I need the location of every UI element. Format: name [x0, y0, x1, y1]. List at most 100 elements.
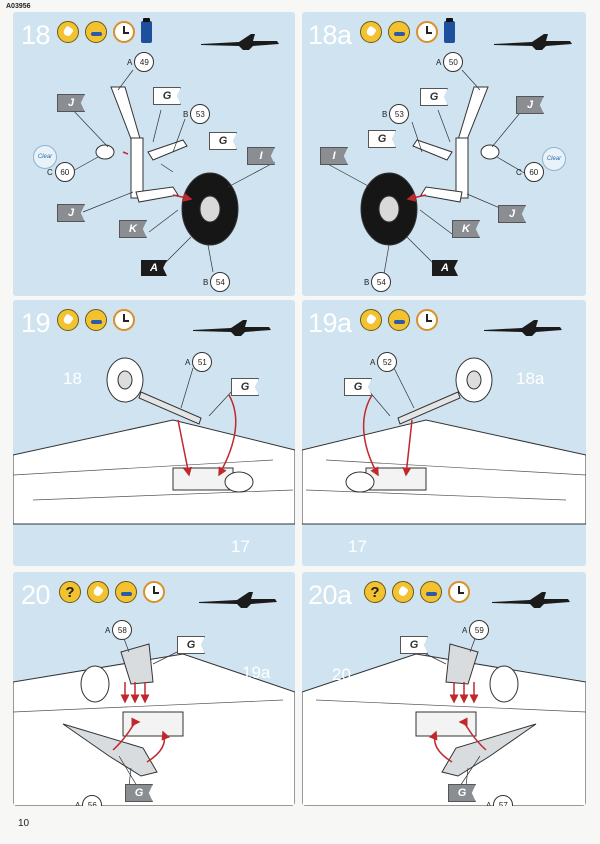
fuselage-gear-door-drawing: [13, 635, 295, 806]
decal-icon: [85, 21, 107, 43]
reference-step-label: 17: [231, 537, 250, 556]
part-sprue-letter: B: [183, 109, 189, 119]
part-callout-a58: A 58: [105, 620, 133, 640]
color-flag-j: J: [57, 94, 85, 112]
clock-icon: [448, 581, 470, 603]
part-callout-a49: A 49: [127, 52, 155, 72]
glue-icon: [87, 581, 109, 603]
part-sprue-letter: B: [382, 109, 388, 119]
part-number: 50: [443, 52, 464, 72]
paint-icon: [141, 18, 152, 43]
color-flag-j: J: [498, 205, 526, 223]
document-code: A03956: [6, 3, 31, 10]
decal-icon: [388, 309, 410, 331]
color-flag-g: G: [209, 132, 237, 150]
part-callout-b54: B 54: [203, 272, 231, 292]
step-18a-panel: 18a A 50 B: [302, 12, 586, 296]
clock-icon: [416, 21, 438, 43]
part-callout-b53: B 53: [183, 104, 211, 124]
landing-gear-drawing: [323, 69, 527, 275]
part-callout-a50: A 50: [436, 52, 464, 72]
part-callout-a59: A 59: [462, 620, 490, 640]
color-flag-j: J: [516, 96, 544, 114]
part-callout-c60: C 60: [47, 162, 75, 182]
decal-icon: [85, 309, 107, 331]
reference-step-label: 19a: [242, 663, 271, 682]
part-callout-a56: A 56: [75, 795, 103, 807]
clock-icon: [113, 21, 135, 43]
glue-icon: [360, 309, 382, 331]
glue-icon: [360, 21, 382, 43]
glue-icon: [57, 21, 79, 43]
step-icons: [57, 309, 135, 331]
part-callout-a52: A 52: [370, 352, 398, 372]
part-sprue-letter: B: [364, 277, 370, 287]
step-icons: ?: [364, 581, 470, 603]
color-flag-g: G: [448, 784, 476, 802]
part-number: 49: [134, 52, 155, 72]
paint-icon: [444, 18, 455, 43]
color-flag-a: A: [432, 260, 458, 276]
part-number: 52: [377, 352, 398, 372]
part-callout-a51: A 51: [185, 352, 213, 372]
part-callout-b53: B 53: [382, 104, 410, 124]
step-19-panel: 19 18 17 A 51 G: [13, 300, 295, 566]
step-number: 20: [21, 580, 51, 610]
step-icons: [57, 18, 152, 43]
color-flag-g: G: [420, 88, 448, 106]
jet-silhouette: [199, 592, 277, 608]
part-number: 60: [54, 162, 75, 182]
part-sprue-letter: C: [47, 167, 53, 177]
fuselage-gear-bay-drawing: [302, 357, 586, 525]
jet-silhouette: [484, 320, 562, 336]
part-number: 53: [190, 104, 211, 124]
step-icons: ?: [59, 581, 165, 603]
color-flag-g: G: [400, 636, 428, 654]
step-number: 19a: [308, 308, 352, 338]
part-callout-c60: C 60: [516, 162, 544, 182]
help-icon: ?: [364, 581, 386, 603]
color-flag-i: I: [247, 147, 275, 165]
glue-icon: [392, 581, 414, 603]
step-number: 19: [21, 308, 51, 338]
jet-silhouette: [492, 592, 570, 608]
step-number: 18a: [308, 20, 352, 50]
reference-step-label: 17: [348, 537, 367, 556]
step-number: 20a: [308, 580, 352, 610]
step-19a-panel: 19a 18a 17 A 52 G: [302, 300, 586, 566]
page-number: 10: [18, 818, 30, 829]
part-sprue-letter: A: [436, 57, 442, 67]
decal-icon: [388, 21, 410, 43]
reference-step-label: 20: [332, 665, 351, 684]
clear-paint-chip: Clear: [33, 145, 57, 169]
color-flag-g: G: [344, 378, 372, 396]
part-sprue-letter: C: [516, 167, 522, 177]
part-sprue-letter: A: [75, 800, 81, 807]
step-20-panel: 20 ? 19a A 58 A: [13, 572, 295, 806]
part-sprue-letter: A: [486, 800, 492, 807]
glue-icon: [57, 309, 79, 331]
color-flag-g: G: [177, 636, 205, 654]
decal-icon: [115, 581, 137, 603]
part-number: 60: [523, 162, 544, 182]
step-18-panel: 18: [13, 12, 295, 296]
jet-silhouette: [193, 320, 271, 336]
part-number: 54: [210, 272, 231, 292]
color-flag-a: A: [141, 260, 167, 276]
reference-step-label: 18a: [516, 369, 545, 388]
step-icons: [360, 309, 438, 331]
decal-icon: [420, 581, 442, 603]
part-callout-a57: A 57: [486, 795, 514, 807]
color-flag-g: G: [368, 130, 396, 148]
part-sprue-letter: A: [105, 625, 111, 635]
color-flag-i: I: [320, 147, 348, 165]
color-flag-k: K: [452, 220, 480, 238]
part-number: 58: [112, 620, 133, 640]
part-sprue-letter: A: [127, 57, 133, 67]
part-number: 54: [371, 272, 392, 292]
reference-step-label: 18: [63, 369, 82, 388]
clock-icon: [416, 309, 438, 331]
part-number: 51: [192, 352, 213, 372]
part-sprue-letter: A: [462, 625, 468, 635]
part-number: 56: [82, 795, 103, 806]
